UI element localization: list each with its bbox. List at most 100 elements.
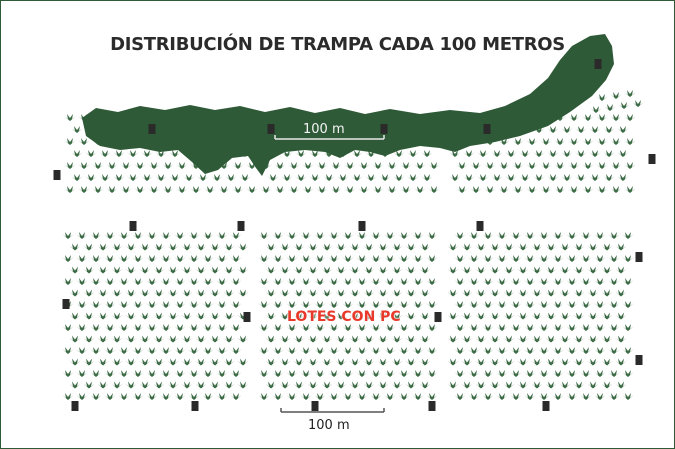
agave-plant-icon	[489, 312, 501, 320]
agave-plant-icon	[517, 266, 529, 274]
agave-plant-icon	[342, 255, 354, 262]
agave-plant-icon	[267, 174, 279, 181]
agave-plant-icon	[524, 324, 536, 331]
agave-plant-icon	[76, 278, 88, 285]
agave-plant-icon	[545, 266, 557, 274]
agave-plant-icon	[223, 243, 235, 251]
agave-plant-icon	[328, 278, 340, 285]
agave-plant-icon	[554, 162, 566, 169]
agave-plant-icon	[111, 289, 123, 297]
agave-plant-icon	[321, 243, 333, 251]
agave-plant-icon	[342, 278, 354, 285]
agave-plant-icon	[566, 347, 578, 354]
agave-plant-icon	[363, 266, 375, 274]
agave-plant-icon	[118, 370, 130, 377]
agave-plant-icon	[134, 186, 146, 193]
agave-plant-icon	[300, 278, 312, 285]
trap-markers	[53, 59, 656, 411]
agave-plant-icon	[160, 370, 172, 377]
agave-plant-icon	[566, 370, 578, 377]
agave-plant-icon	[601, 289, 613, 297]
agave-plant-icon	[153, 381, 165, 389]
agave-plant-icon	[204, 186, 216, 193]
agave-plant-icon	[246, 186, 258, 193]
agave-plant-icon	[414, 162, 426, 169]
agave-plant-icon	[307, 289, 319, 297]
agave-plant-icon	[580, 232, 592, 239]
agave-plant-icon	[90, 255, 102, 262]
agave-plant-icon	[447, 381, 459, 389]
agave-plant-icon	[618, 102, 630, 109]
agave-plant-icon	[489, 266, 501, 274]
agave-plant-icon	[615, 312, 627, 320]
agave-plant-icon	[468, 232, 480, 239]
agave-plant-icon	[76, 370, 88, 377]
agave-plant-icon	[83, 266, 95, 274]
agave-plant-icon	[454, 301, 466, 308]
agave-plant-icon	[617, 150, 629, 157]
agave-plant-icon	[197, 174, 209, 181]
agave-plant-icon	[484, 138, 496, 145]
agave-plant-icon	[421, 150, 433, 157]
agave-plant-icon	[559, 358, 571, 366]
agave-plant-icon	[188, 301, 200, 308]
agave-plant-icon	[314, 232, 326, 239]
agave-plant-icon	[69, 312, 81, 320]
agave-plant-icon	[293, 243, 305, 251]
agave-plant-icon	[258, 278, 270, 285]
agave-plant-icon	[540, 162, 552, 169]
agave-plant-icon	[547, 126, 559, 133]
agave-plant-icon	[181, 358, 193, 366]
agave-plant-icon	[601, 266, 613, 274]
agave-plant-icon	[202, 370, 214, 377]
agave-plant-icon	[624, 114, 636, 121]
agave-plant-icon	[412, 393, 424, 400]
agave-plant-icon	[377, 289, 389, 297]
agave-plant-icon	[538, 370, 550, 377]
agave-plant-icon	[538, 301, 550, 308]
agave-plant-icon	[412, 278, 424, 285]
agave-plant-icon	[468, 324, 480, 331]
agave-plant-icon	[587, 312, 599, 320]
agave-plant-icon	[232, 186, 244, 193]
agave-plant-icon	[300, 301, 312, 308]
agave-plant-icon	[69, 266, 81, 274]
agave-plant-icon	[230, 393, 242, 400]
agave-plant-icon	[489, 335, 501, 343]
agave-plant-icon	[426, 232, 438, 239]
agave-plant-icon	[62, 393, 74, 400]
agave-plant-icon	[90, 393, 102, 400]
agave-plant-icon	[260, 186, 272, 193]
agave-plant-icon	[559, 312, 571, 320]
agave-plant-icon	[622, 232, 634, 239]
agave-plant-icon	[370, 255, 382, 262]
agave-plant-icon	[559, 335, 571, 343]
agave-plant-icon	[384, 393, 396, 400]
agave-plant-icon	[517, 289, 529, 297]
agave-plant-icon	[279, 335, 291, 343]
agave-plant-icon	[538, 232, 550, 239]
agave-plant-icon	[258, 232, 270, 239]
agave-plant-icon	[272, 232, 284, 239]
agave-plant-icon	[414, 186, 426, 193]
agave-plant-icon	[447, 243, 459, 251]
agave-plant-icon	[104, 255, 116, 262]
agave-plant-icon	[377, 312, 389, 320]
agave-plant-icon	[482, 370, 494, 377]
agave-plant-icon	[328, 301, 340, 308]
agave-plant-icon	[482, 278, 494, 285]
agave-plant-icon	[531, 243, 543, 251]
agave-plant-icon	[496, 370, 508, 377]
agave-plant-icon	[167, 381, 179, 389]
agave-plant-icon	[237, 266, 249, 274]
agave-plant-icon	[608, 255, 620, 262]
agave-plant-icon	[552, 393, 564, 400]
agave-plant-icon	[601, 381, 613, 389]
agave-plant-icon	[71, 174, 83, 181]
agave-plant-icon	[342, 393, 354, 400]
agave-plant-icon	[83, 289, 95, 297]
agave-plant-icon	[519, 150, 531, 157]
agave-plant-icon	[615, 358, 627, 366]
agave-plant-icon	[190, 186, 202, 193]
agave-plant-icon	[475, 312, 487, 320]
